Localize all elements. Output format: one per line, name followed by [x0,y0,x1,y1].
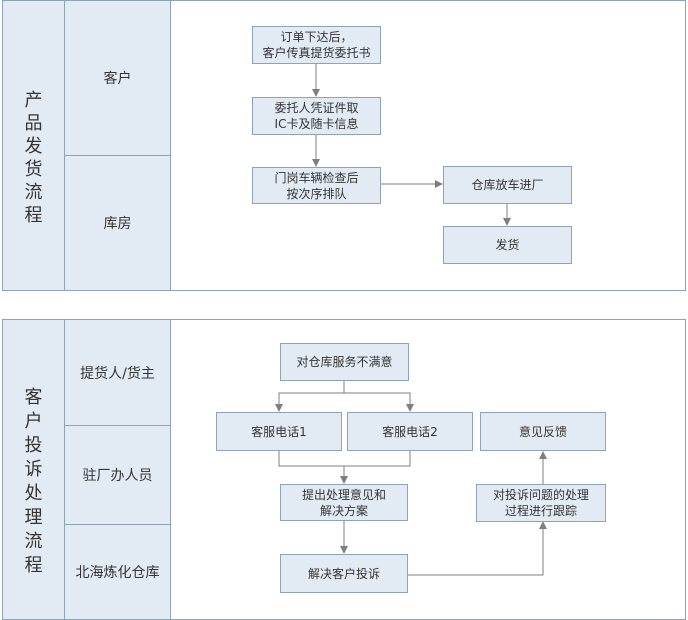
node-track-processing: 对投诉问题的处理 过程进行跟踪 [476,484,606,522]
node-fax-delivery-order: 订单下达后， 客户传真提货委托书 [252,26,381,64]
lane-consignee: 提货人/货主 [65,320,170,426]
title-char: 流 [24,182,43,203]
title-char: 程 [24,555,43,576]
node-text: 发货 [495,238,520,252]
node-text: 提出处理意见和 [301,487,386,502]
node-text: 解决客户投诉 [307,566,380,581]
title-char: 程 [24,205,43,226]
title-char: 投 [24,435,43,456]
node-text: 客服电话2 [382,424,438,439]
lane-warehouse: 库房 [103,216,132,232]
lane-customer: 客户 [65,1,170,156]
node-feedback: 意见反馈 [480,412,606,451]
node-agent-get-ic-card: 委托人凭证件取 IC卡及随卡信息 [252,97,381,135]
title-char: 户 [24,411,43,432]
connector-arrow [275,381,345,412]
node-dissatisfied-service: 对仓库服务不满意 [280,343,409,381]
title-char: 发 [24,136,43,157]
node-text: 委托人凭证件取 [274,101,359,115]
node-text: 意见反馈 [518,424,567,439]
node-text: 对仓库服务不满意 [296,355,393,369]
node-propose-solution: 提出处理意见和 解决方案 [280,484,408,521]
node-text: 门岗车辆检查后 [274,170,359,185]
node-text: 解决方案 [319,503,368,518]
title-char: 产 [24,90,43,111]
title-char: 理 [24,507,43,528]
delivery-flow-title: 产 品 发 货 流 程 [3,1,65,290]
node-gate-vehicle-check: 门岗车辆检查后 按次序排队 [252,167,381,204]
node-release-vehicle: 仓库放车进厂 [443,166,572,204]
title-char: 流 [24,531,43,552]
node-text: 对投诉问题的处理 [492,488,589,502]
title-char: 客 [24,387,43,408]
node-text: 仓库放车进厂 [471,178,544,192]
node-service-hotline-1: 客服电话1 [216,412,342,451]
node-text: 客户传真提货委托书 [262,46,371,60]
title-char: 货 [24,159,43,180]
title-char: 处 [24,483,43,504]
node-text: 按次序排队 [286,186,347,201]
title-char: 品 [24,113,43,134]
delivery-lane-column: 客户 库房 [65,1,171,290]
complaint-flow-title: 客 户 投 诉 处 理 流 程 [3,320,65,619]
node-text: IC卡及随卡信息 [274,117,359,131]
connector-line [278,451,411,467]
node-resolve-complaint: 解决客户投诉 [280,554,408,593]
node-text: 过程进行跟踪 [504,504,577,518]
title-char: 诉 [24,459,43,480]
connector-arrow [344,392,414,412]
node-ship-goods: 发货 [443,226,572,264]
node-text: 订单下达后， [280,30,353,44]
connector-arrow [408,521,547,576]
lane-onsite-staff: 驻厂办人员 [65,426,170,525]
lane-refinery-warehouse: 北海炼化仓库 [75,565,160,581]
node-text: 客服电话1 [251,424,307,439]
node-service-hotline-2: 客服电话2 [347,412,473,451]
complaint-lane-column: 提货人/货主 驻厂办人员 北海炼化仓库 [65,320,171,619]
